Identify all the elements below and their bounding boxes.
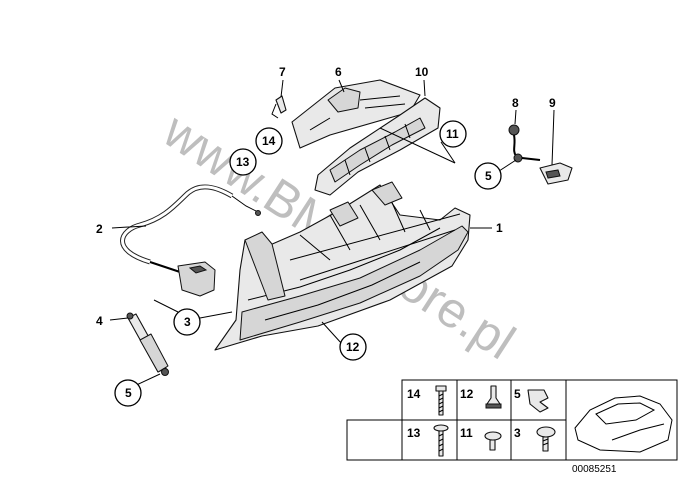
car-silhouette-icon [574,395,673,453]
svg-text:10: 10 [415,65,429,79]
callout-13-circle: 13 [229,148,257,176]
screw-11-icon [484,431,502,451]
callout-7: 7 [279,65,286,79]
spring-clip-icon [527,389,549,413]
screw-3-icon [536,426,556,452]
callout-4: 4 [96,314,103,328]
fastener-legend-table: 14 12 5 13 11 3 [346,379,678,475]
svg-text:9: 9 [549,96,556,110]
expanding-rivet-icon [485,385,502,409]
svg-text:11: 11 [446,127,459,141]
legend-label-14: 14 [407,387,421,401]
svg-text:13: 13 [236,155,250,169]
handle-part[interactable] [539,162,573,185]
svg-text:12: 12 [346,340,360,354]
svg-text:5: 5 [485,169,492,183]
callout-2: 2 [96,222,103,236]
svg-text:3: 3 [184,315,191,329]
svg-text:4: 4 [96,314,103,328]
callout-5-circle-upper: 5 [474,162,502,190]
callout-5-circle-lower: 5 [114,379,142,407]
clip-part-7[interactable] [271,95,287,119]
upper-bracket-part[interactable] [291,79,421,149]
legend-label-5: 5 [514,387,521,401]
screw-13-icon [433,424,449,457]
bolt-14-icon [435,385,447,416]
lock-housing-part[interactable] [314,97,441,196]
callout-9: 9 [549,96,556,110]
callout-12-circle: 12 [339,333,367,361]
svg-text:7: 7 [279,65,286,79]
svg-text:14: 14 [262,134,276,148]
svg-text:8: 8 [512,96,519,110]
callout-10: 10 [415,65,429,79]
legend-label-12: 12 [460,387,474,401]
svg-text:5: 5 [125,386,132,400]
callout-3-circle: 3 [173,308,201,336]
callout-1: 1 [496,221,503,235]
svg-text:2: 2 [96,222,103,236]
callout-8: 8 [512,96,519,110]
callout-14-circle: 14 [255,127,283,155]
bowden-cable-part[interactable] [120,184,261,297]
cable-end-part[interactable] [508,124,541,163]
svg-text:6: 6 [335,65,342,79]
callout-6: 6 [335,65,342,79]
gas-spring-part[interactable] [126,312,169,376]
callout-11-circle: 11 [439,120,467,148]
diagram-id: 00085251 [572,464,617,475]
legend-label-13: 13 [407,426,421,440]
glove-box-part[interactable] [214,181,471,351]
legend-label-3: 3 [514,426,521,440]
legend-label-11: 11 [460,426,473,440]
svg-text:1: 1 [496,221,503,235]
